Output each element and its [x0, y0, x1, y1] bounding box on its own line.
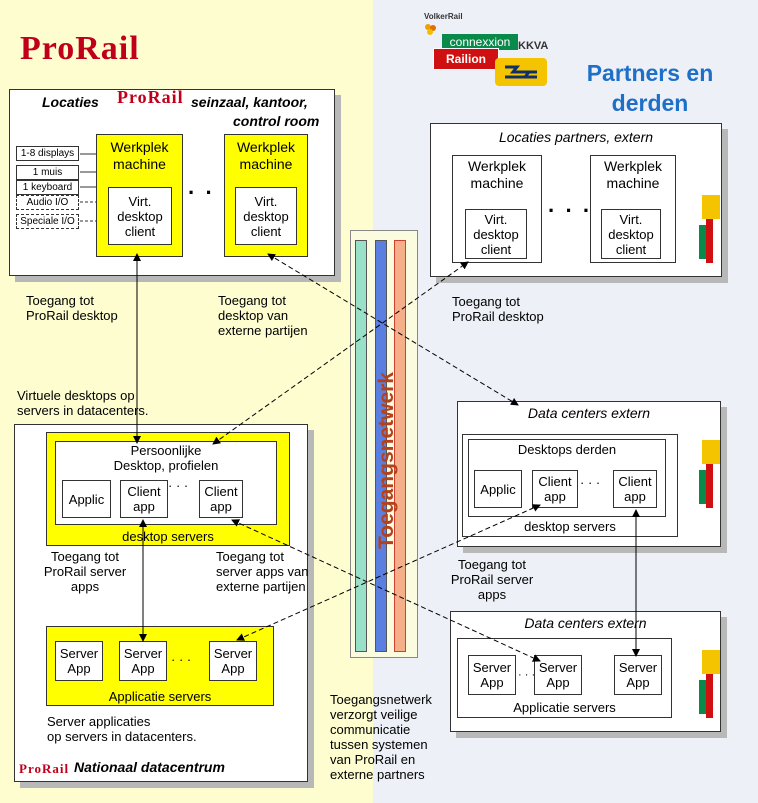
desktop-servers-label: desktop servers: [122, 529, 214, 544]
applic-box: Applic: [62, 480, 111, 518]
partner-logos-vertical-3: [694, 650, 722, 720]
partners-title: Partners en derden: [585, 58, 715, 118]
network-bar-green: [355, 240, 367, 652]
partner-logos-vertical-2: [694, 440, 722, 510]
ellipsis-partner-werkplek: · · ·: [548, 198, 593, 223]
locaties-label: Locaties: [42, 94, 99, 110]
applicatie-servers-right-label: Applicatie servers: [513, 700, 616, 715]
applic-right-box: Applic: [474, 470, 522, 508]
ellipsis-client-app-right: · · ·: [580, 475, 601, 490]
connexxion-logo: connexxion: [442, 34, 518, 50]
ellipsis-server-app: · · ·: [171, 652, 192, 667]
locaties-suffix: seinzaal, kantoor,: [191, 94, 308, 110]
ellipsis-werkplek: · · ·: [188, 180, 233, 205]
ns-logo-icon: [495, 58, 547, 86]
device-keyboard: 1 keyboard: [16, 180, 79, 195]
device-speciale-io: Speciale I/O: [16, 214, 79, 229]
device-displays: 1-8 displays: [16, 146, 79, 161]
volkerrail-logo: VolkerRail: [424, 12, 463, 21]
applicatie-servers-label: Applicatie servers: [108, 689, 212, 704]
partners-title-line2: derden: [611, 90, 689, 116]
locaties-line2: control room: [233, 113, 320, 129]
desktops-derden-label: Desktops derden: [517, 442, 617, 457]
werkplek-label: Werkplek: [236, 139, 296, 155]
partners-title-line1: Partners en: [586, 60, 714, 86]
device-audio-io: Audio I/O: [16, 195, 79, 210]
ellipsis-client-app: · · ·: [168, 478, 189, 493]
prorail-logo: ProRail: [20, 30, 140, 67]
werkplek-label: Werkplek: [110, 139, 169, 155]
desktop-servers-right-label: desktop servers: [524, 519, 616, 534]
data-centers-extern-label-2: Data centers extern: [524, 615, 647, 631]
nationaal-datacentrum-label: Nationaal datacentrum: [74, 759, 225, 775]
werkplek-label-2: machine: [239, 156, 293, 172]
partner-logos-vertical-1: [694, 195, 722, 265]
locaties-partners-label: Locaties partners, extern: [498, 129, 654, 145]
device-muis: 1 muis: [16, 165, 79, 180]
toegangsnetwerk-label: Toegangsnetwerk: [375, 372, 398, 549]
ellipsis-server-app-right: · · ·: [518, 669, 536, 681]
nationaal-prorail-logo: ProRail: [19, 761, 70, 776]
railion-logo: Railion: [433, 48, 499, 70]
locaties-prorail-logo: ProRail: [117, 87, 184, 107]
data-centers-extern-label-1: Data centers extern: [527, 405, 651, 421]
kvva-logo: KKVA: [518, 40, 549, 52]
volkerrail-mark-icon: [424, 22, 436, 35]
werkplek-label-2: machine: [113, 156, 166, 172]
